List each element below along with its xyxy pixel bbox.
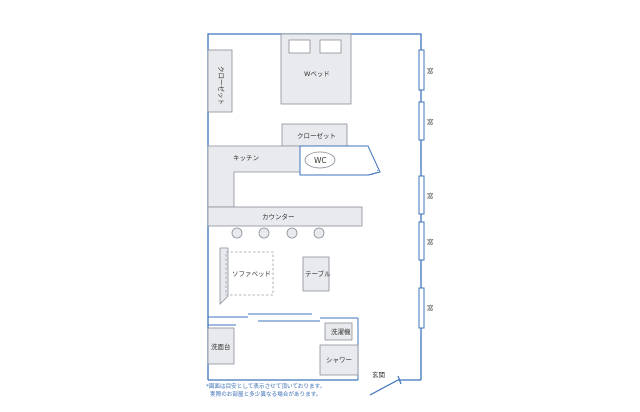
stool-4: [313, 227, 325, 239]
kitchen-label: キッチン: [233, 154, 259, 162]
washing-machine-label: 洗濯機: [331, 327, 351, 336]
disclaimer-line-2: 実際のお部屋と多少異なる場合があります。: [210, 392, 322, 398]
washing-machine: [324, 322, 353, 341]
counter-label: カウンター: [262, 212, 295, 221]
stool-2: [258, 227, 270, 239]
closet-left-label: クローゼット: [217, 66, 226, 105]
wc-label: WC: [314, 156, 327, 165]
bar-stools: [231, 227, 325, 239]
sofa-bed: [219, 247, 274, 305]
table-label: テーブル: [305, 269, 331, 278]
double-bed-label: Wベッド: [304, 70, 330, 78]
toilet: [304, 151, 336, 169]
closet-center-label: クローゼット: [297, 131, 336, 140]
shower: [319, 344, 359, 376]
closet-left: [207, 49, 233, 113]
window-label-2: 窓: [427, 117, 434, 126]
sofa-bed-label: ソファベッド: [232, 270, 271, 278]
window-label-4: 窓: [427, 237, 434, 246]
stool-1: [231, 227, 243, 239]
double-bed: [280, 33, 352, 105]
shower-label: シャワー: [326, 356, 352, 364]
counter: [207, 206, 363, 227]
windows: [418, 49, 425, 329]
wc-room: [299, 145, 381, 176]
entrance-label: 玄関: [372, 370, 385, 379]
washbasin-label: 洗面台: [211, 342, 231, 351]
table: [302, 256, 330, 292]
entrance-door: [369, 375, 402, 396]
window-label-1: 窓: [427, 66, 434, 75]
stool-3: [286, 227, 298, 239]
disclaimer-line-1: *図面は目安として表示させて頂いております。: [206, 384, 326, 390]
disclaimer-note: *図面は目安として表示させて頂いております。 実際のお部屋と多少異なる場合があり…: [206, 383, 406, 399]
window-label-5: 窓: [427, 303, 434, 312]
washbasin: [207, 327, 235, 365]
window-label-3: 窓: [427, 191, 434, 200]
